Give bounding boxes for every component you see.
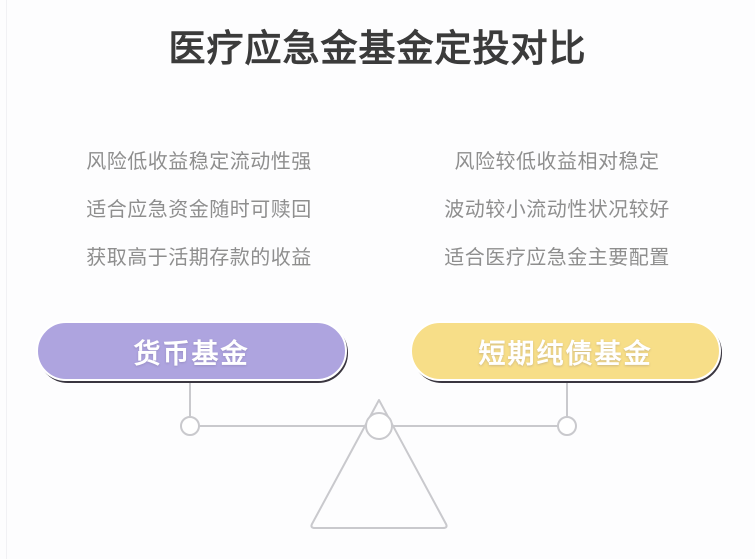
- feature-column-right: 风险较低收益相对稳定 波动较小流动性状况较好 适合医疗应急金主要配置: [392, 150, 722, 270]
- pill-right-label: 短期纯债基金: [478, 338, 653, 369]
- fulcrum-triangle: [310, 399, 448, 529]
- feature-item: 风险较低收益相对稳定: [454, 151, 660, 173]
- fulcrum-pivot-circle: [365, 412, 393, 440]
- feature-item: 适合应急资金随时可赎回: [86, 199, 312, 221]
- feature-item: 适合医疗应急金主要配置: [444, 247, 670, 269]
- page-title: 医疗应急金基金定投对比: [168, 28, 587, 69]
- feature-item: 风险低收益稳定流动性强: [86, 151, 312, 173]
- feature-item: 波动较小流动性状况较好: [444, 199, 670, 221]
- pill-left-label: 货币基金: [133, 338, 250, 369]
- pill-left-wrapper: 货币基金: [32, 318, 350, 386]
- left-edge-line: [6, 0, 7, 559]
- beam-end-circle-left: [180, 416, 200, 436]
- pill-right-wrapper: 短期纯债基金: [406, 318, 724, 386]
- pill-money-market-fund[interactable]: 货币基金: [36, 321, 347, 381]
- pill-short-term-bond-fund[interactable]: 短期纯债基金: [410, 321, 721, 381]
- feature-item: 获取高于活期存款的收益: [86, 247, 312, 269]
- beam-end-circle-right: [557, 416, 577, 436]
- feature-column-left: 风险低收益稳定流动性强 适合应急资金随时可赎回 获取高于活期存款的收益: [34, 150, 364, 270]
